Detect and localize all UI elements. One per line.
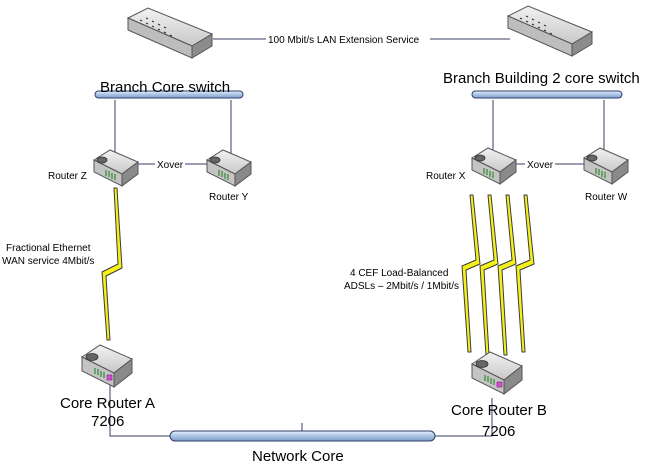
branch-core-switch-label: Branch Core switch [100,79,230,96]
core-router-a-label: Core Router A [60,395,155,412]
adsl-label-line1: 4 CEF Load-Balanced [350,268,448,279]
xover-left-label: Xover [157,160,184,171]
router-x-label: Router X [426,171,466,182]
xover-right-label: Xover [527,160,554,171]
core-router-a-model: 7206 [91,413,124,430]
network-core-bus [169,430,436,442]
wan-link-icon [101,187,123,341]
core-router-b-model: 7206 [482,423,515,440]
router-z-icon [93,149,139,187]
branch-building2-bus [471,90,623,99]
network-core-label: Network Core [252,448,344,465]
adsl-links [461,194,535,356]
core-router-b-label: Core Router B [451,402,547,419]
lightning-bolt-icon [515,194,535,353]
lightning-bolt-icon [101,187,123,341]
lightning-bolt-icon [461,194,481,353]
branch-core-bus [94,90,244,99]
branch-building2-switch-icon [507,5,593,57]
core-router-a-icon [81,344,133,388]
core-router-b-icon [471,351,523,395]
core-a-to-core-link [109,385,170,437]
router-w-icon [583,147,629,185]
lightning-bolt-icon [479,194,499,356]
router-z-label: Router Z [48,171,87,182]
router-x-icon [471,147,517,185]
lan-extension-label: 100 Mbit/s LAN Extension Service [268,35,420,46]
branch-building2-switch-label: Branch Building 2 core switch [443,70,640,87]
wan-label-line1: Fractional Ethernet [6,243,91,254]
router-y-icon [206,149,252,187]
wan-label-line2: WAN service 4Mbit/s [2,256,94,267]
core-b-to-core-link [435,398,493,437]
branch-core-switch-icon [127,7,213,59]
lightning-bolt-icon [497,194,517,356]
router-w-label: Router W [585,192,628,203]
router-y-label: Router Y [209,192,249,203]
adsl-label-line2: ADSLs – 2Mbit/s / 1Mbit/s [344,281,459,292]
